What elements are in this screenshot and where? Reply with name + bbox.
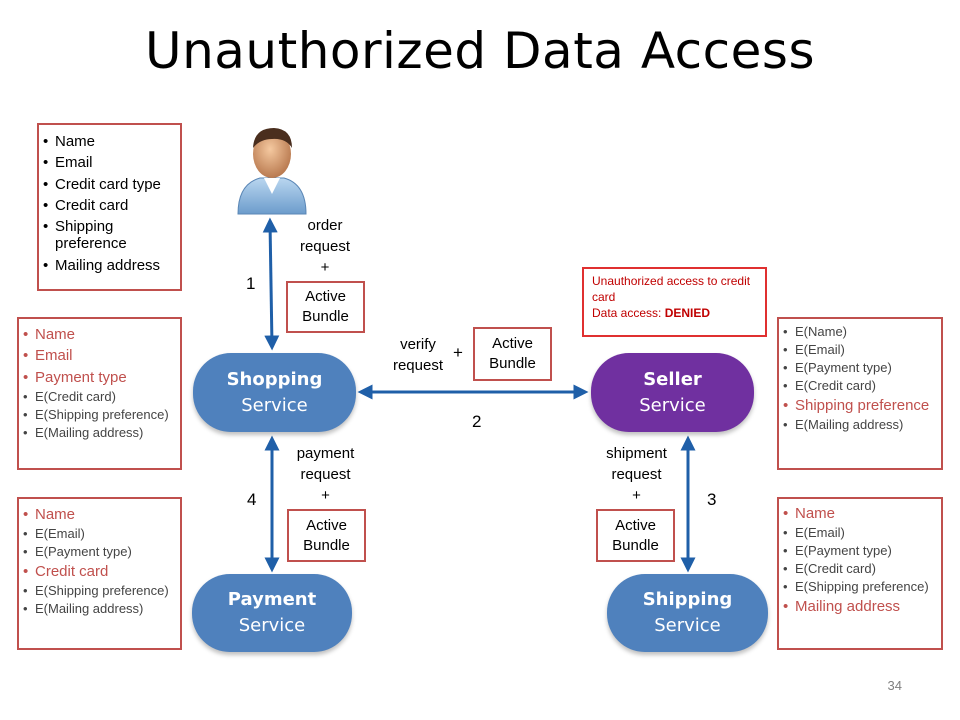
page-number: 34 (887, 678, 902, 693)
user-data-box: Name Email Credit card type Credit card … (37, 123, 182, 291)
verify-plus: + (453, 343, 463, 362)
service-suffix: Service (238, 615, 306, 636)
list-item: E(Mailing address) (779, 417, 937, 433)
list-item: E(Payment type) (19, 544, 176, 560)
seller-service: Seller Service (591, 353, 754, 432)
service-suffix: Service (654, 615, 721, 636)
verify-request-label: verify request (392, 336, 444, 374)
denied-status: DENIED (664, 306, 711, 320)
shipping-service: Shipping Service (607, 574, 768, 652)
list-item: E(Payment type) (779, 360, 937, 376)
list-item: Credit card (39, 197, 176, 215)
list-item: E(Email) (779, 525, 937, 541)
list-item: Mailing address (39, 257, 176, 275)
list-item: E(Payment type) (779, 543, 937, 559)
service-name: Shipping (642, 589, 733, 610)
service-name: Seller (643, 368, 702, 390)
list-item: Credit card type (39, 176, 176, 194)
list-item: E(Email) (19, 526, 176, 542)
list-item: Name (779, 505, 937, 523)
list-item: Mailing address (779, 598, 937, 616)
service-name: Payment (227, 589, 317, 610)
payment-service: Payment Service (192, 574, 352, 652)
list-item: Shipping preference (779, 397, 937, 415)
arrow-user-shopping (262, 217, 280, 351)
list-item: E(Shipping preference) (19, 407, 176, 423)
list-item: Name (19, 506, 176, 524)
shipping-data-box: Name E(Email) E(Payment type) E(Credit c… (777, 497, 943, 650)
list-item: E(Credit card) (779, 378, 937, 394)
list-item: E(Email) (779, 342, 937, 358)
service-suffix: Service (639, 394, 706, 416)
shipment-request-label: shipment request + (606, 445, 667, 504)
seller-data-box: E(Name) E(Email) E(Payment type) E(Credi… (777, 317, 943, 470)
user-icon (237, 128, 307, 215)
list-item: Credit card (19, 563, 176, 581)
service-suffix: Service (241, 394, 308, 416)
payment-data-box: Name E(Email) E(Payment type) Credit car… (17, 497, 182, 650)
step-2: 2 (472, 412, 482, 431)
list-item: Name (19, 326, 176, 344)
order-request-label: order request + (299, 217, 351, 276)
list-item: Email (19, 347, 176, 365)
list-item: E(Mailing address) (19, 425, 176, 441)
list-item: Shipping preference (39, 218, 176, 253)
list-item: E(Credit card) (19, 389, 176, 405)
list-item: Name (39, 133, 176, 151)
page-title: Unauthorized Data Access (144, 22, 816, 80)
payment-request-label: payment request + (296, 445, 355, 504)
list-item: E(Mailing address) (19, 601, 176, 617)
list-item: E(Shipping preference) (19, 583, 176, 599)
step-3: 3 (707, 490, 717, 509)
service-name: Shopping (226, 368, 323, 390)
step-1: 1 (246, 274, 256, 293)
list-item: Email (39, 154, 176, 172)
list-item: E(Shipping preference) (779, 579, 937, 595)
unauthorized-access-warning: Unauthorized access to credit card Data … (582, 267, 767, 337)
list-item: E(Name) (779, 324, 937, 340)
step-4: 4 (247, 490, 257, 509)
list-item: E(Credit card) (779, 561, 937, 577)
shopping-service: Shopping Service (193, 353, 356, 432)
list-item: Payment type (19, 369, 176, 387)
shopping-data-box: Name Email Payment type E(Credit card) E… (17, 317, 182, 470)
